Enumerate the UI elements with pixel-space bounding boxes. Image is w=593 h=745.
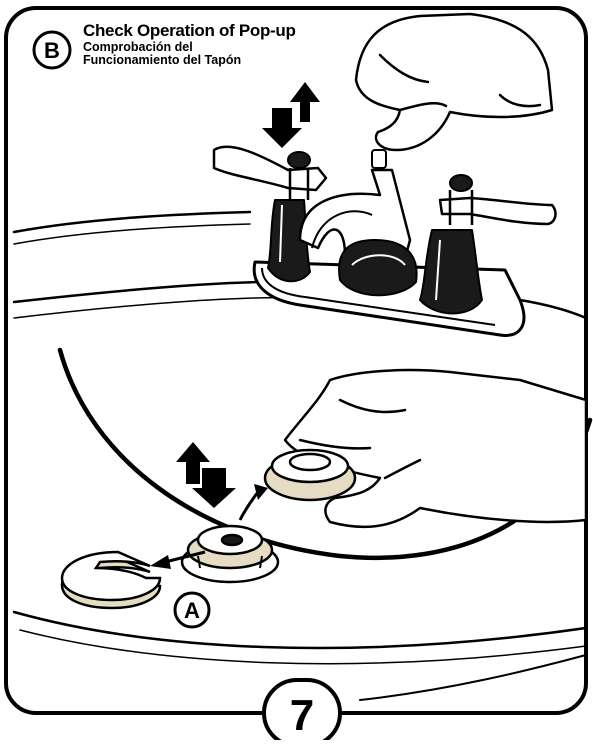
up-arrow-icon <box>176 442 210 484</box>
svg-text:A: A <box>184 598 200 623</box>
callout-b: B <box>32 30 72 70</box>
curved-arrow-icon <box>238 484 268 521</box>
drain-stopper <box>180 524 280 584</box>
title-spanish-line-2: Funcionamiento del Tapón <box>83 53 242 67</box>
callout-a: A <box>173 591 211 629</box>
title-english: Check Operation of Pop-up <box>83 21 296 40</box>
up-arrow-icon <box>290 82 320 122</box>
hand-bottom <box>283 368 588 529</box>
svg-text:B: B <box>44 38 60 63</box>
faucet <box>212 145 557 337</box>
hand-top <box>354 12 554 152</box>
svg-text:7: 7 <box>290 691 314 740</box>
step-number-badge: 7 <box>262 678 342 745</box>
stopper-in-hand <box>263 448 357 502</box>
down-arrow-icon <box>192 468 236 508</box>
down-arrow-icon <box>262 108 302 148</box>
left-arrow-icon <box>150 550 206 569</box>
c-clip <box>60 550 162 610</box>
title-spanish-line-1: Comprobación del <box>83 40 193 54</box>
title-spanish: Comprobación del Funcionamiento del Tapó… <box>83 41 241 67</box>
